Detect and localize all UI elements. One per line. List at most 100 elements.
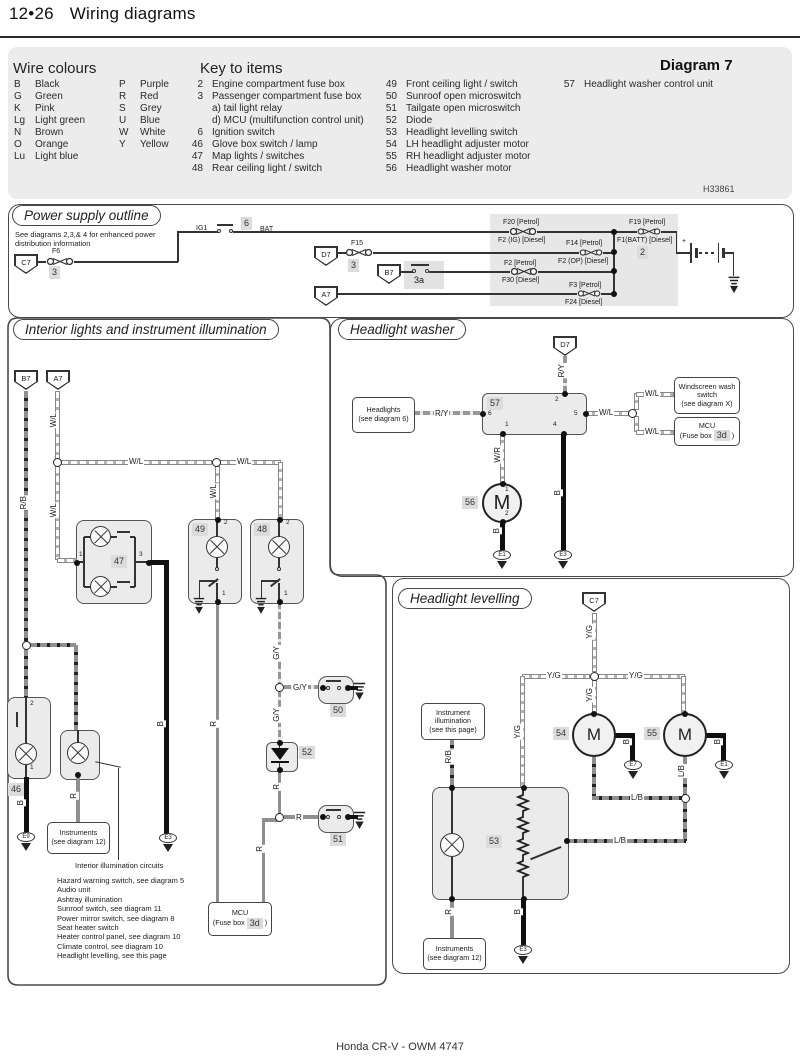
wire-label: R bbox=[255, 845, 265, 853]
wire-label: G/Y bbox=[272, 645, 282, 661]
map-light-switch-icon bbox=[117, 531, 130, 533]
wire bbox=[216, 558, 218, 569]
wire-label: W/L bbox=[209, 483, 219, 500]
switch-contact bbox=[326, 685, 330, 690]
ground-e9: E9 bbox=[16, 832, 36, 851]
wire bbox=[135, 561, 147, 563]
wire-label: W/L bbox=[598, 408, 615, 417]
wire-r bbox=[277, 770, 281, 814]
diagram-number: Diagram 7 bbox=[660, 57, 733, 74]
pin-dot bbox=[145, 559, 152, 566]
pin-dot bbox=[73, 559, 80, 566]
wire bbox=[451, 787, 453, 834]
component-54-tag: 54 bbox=[553, 727, 570, 740]
wire bbox=[199, 580, 217, 582]
fuse-label: F2 [Petrol] bbox=[504, 259, 537, 267]
wire-b bbox=[150, 559, 167, 565]
pin-dot bbox=[563, 838, 570, 844]
ground-e3: E3 bbox=[158, 833, 178, 852]
fuse-label: F24 [Diesel] bbox=[565, 299, 603, 306]
wire-label: B bbox=[16, 799, 26, 807]
pin-dot bbox=[520, 895, 527, 902]
wire-label: R bbox=[69, 792, 79, 800]
footer-text: Honda CR-V - OWM 4747 bbox=[336, 1041, 464, 1053]
pin-label: 1 bbox=[284, 590, 288, 597]
washer-section-frame bbox=[330, 318, 794, 577]
pin-dot bbox=[560, 430, 567, 437]
fuse-label: F2 (OP) [Diesel] bbox=[558, 258, 609, 265]
switch-contact bbox=[229, 229, 233, 233]
pin-dot bbox=[682, 710, 688, 717]
header-rule bbox=[0, 36, 800, 38]
pin-label: 2 bbox=[30, 700, 34, 707]
headlights-callout: Headlights (see diagram 6) bbox=[352, 397, 415, 433]
wire bbox=[83, 537, 85, 587]
wire-label: L/B bbox=[630, 793, 645, 802]
wire-colours-title: Wire colours bbox=[13, 60, 97, 77]
key-box bbox=[8, 47, 792, 199]
wire bbox=[451, 857, 453, 898]
glovebox-switch-icon bbox=[16, 712, 18, 727]
wire-rb bbox=[24, 391, 28, 643]
bus-wire bbox=[613, 231, 615, 294]
instruments-callout-levelling: Instruments (see diagram 12) bbox=[423, 938, 486, 970]
wire-b bbox=[615, 732, 635, 738]
pin-label: 2 bbox=[286, 519, 290, 526]
pin-label: 3 bbox=[139, 551, 143, 558]
switch-contact bbox=[337, 814, 341, 819]
wire-label: Y/G bbox=[585, 624, 595, 640]
pin-label: 4 bbox=[553, 421, 557, 428]
switch-contact bbox=[425, 269, 429, 273]
wire-label: G/Y bbox=[292, 682, 308, 692]
wire-b bbox=[630, 732, 635, 761]
microswitch-icon bbox=[326, 809, 341, 811]
wire bbox=[177, 231, 219, 233]
wire bbox=[338, 252, 346, 254]
component-49-tag: 49 bbox=[192, 523, 209, 536]
wire-label: Y/G bbox=[628, 671, 644, 680]
ground-e1: E1 bbox=[492, 550, 512, 569]
junction-dot bbox=[611, 249, 617, 255]
wire bbox=[278, 583, 280, 602]
pin-dot bbox=[214, 517, 221, 523]
wire-label: B bbox=[492, 527, 502, 535]
wire-label: R/Y bbox=[557, 363, 567, 379]
power-section-title: Power supply outline bbox=[12, 205, 161, 226]
pin-label: 2 bbox=[555, 396, 559, 403]
pin-dot bbox=[319, 684, 326, 691]
junction bbox=[211, 457, 221, 467]
wire-b bbox=[163, 559, 169, 834]
wire bbox=[675, 252, 690, 254]
wire bbox=[216, 520, 218, 538]
ground-e3: E3 bbox=[553, 550, 573, 569]
wire-wl bbox=[277, 462, 283, 520]
power-note: See diagrams 2,3,& 4 for enhanced power … bbox=[15, 230, 156, 248]
pin-label: 2 bbox=[505, 510, 509, 517]
wire-label: R bbox=[209, 720, 219, 728]
page-title: Wiring diagrams bbox=[69, 4, 196, 23]
wire-lb bbox=[592, 757, 596, 800]
battery-link bbox=[699, 252, 717, 254]
pin-dot bbox=[499, 480, 506, 487]
pin-dot bbox=[214, 598, 221, 605]
component-56-tag: 56 bbox=[462, 496, 479, 509]
fuse-label: F6 bbox=[52, 248, 61, 255]
wire bbox=[603, 252, 614, 254]
bat-label: BAT bbox=[260, 226, 274, 233]
wire bbox=[373, 252, 579, 254]
pin-dot bbox=[520, 784, 527, 791]
pin-label: 1 bbox=[505, 421, 509, 428]
wire bbox=[177, 231, 179, 262]
pin-label: 6 bbox=[488, 410, 492, 417]
wire bbox=[74, 261, 178, 263]
junction bbox=[627, 408, 637, 418]
lamp-icon bbox=[268, 536, 290, 558]
pin-dot bbox=[479, 410, 486, 417]
resistor-chain-icon bbox=[515, 787, 531, 898]
glovebox-lamp-box bbox=[7, 697, 51, 779]
wire-label: L/B bbox=[677, 764, 687, 779]
